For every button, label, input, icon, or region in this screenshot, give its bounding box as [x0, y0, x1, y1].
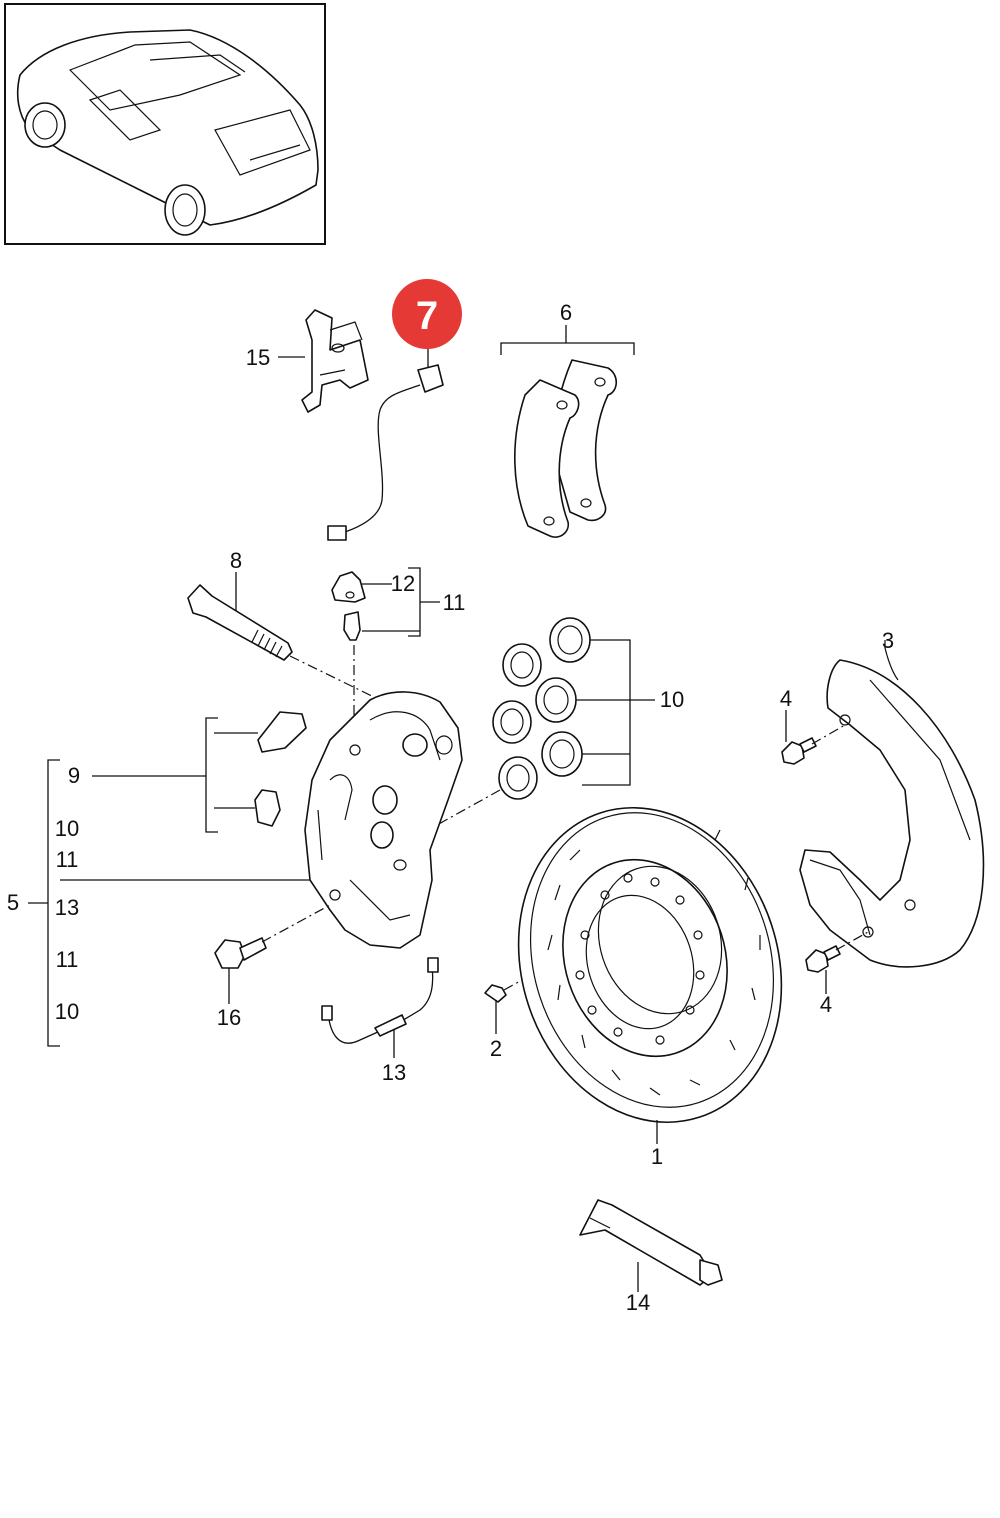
callout-1: 1: [651, 1144, 663, 1169]
vehicle-thumbnail: [4, 3, 326, 245]
part-6-brake-pads: [500, 325, 635, 538]
part-8-bolt: [187, 572, 381, 701]
callout-8: 8: [230, 548, 242, 573]
callout-10-seals: 10: [660, 687, 684, 712]
highlight-badge-7[interactable]: 7: [392, 279, 462, 349]
callout-16: 16: [217, 1005, 241, 1030]
part-15-bracket: [278, 309, 369, 413]
callout-4-lower: 4: [820, 992, 832, 1017]
callout-labels: 1 2 3 4 4 5 6 8 9 10 10 10 11 11 11 12 1…: [7, 300, 894, 1315]
callout-10-group-a: 10: [55, 816, 79, 841]
callout-2: 2: [490, 1036, 502, 1061]
callout-9: 9: [68, 763, 80, 788]
callout-15: 15: [246, 345, 270, 370]
callout-10-group-b: 10: [55, 999, 79, 1024]
callout-11-group-a: 11: [56, 847, 79, 872]
highlight-badge-label[interactable]: 7: [416, 294, 438, 338]
highlight-badge-circle[interactable]: [392, 279, 462, 349]
callout-13-group: 13: [55, 895, 79, 920]
callout-11-bleeder: 11: [443, 590, 466, 615]
part-5-caliper: [60, 691, 463, 949]
callout-12: 12: [391, 571, 415, 596]
part-16-bolt: [214, 904, 331, 1004]
part-9-clips: [92, 711, 307, 833]
part-7-wear-sensor: [327, 345, 444, 541]
part-5-group-bracket: [28, 759, 60, 1047]
callout-3: 3: [882, 628, 894, 653]
callout-6: 6: [560, 300, 572, 325]
part-1-brake-disc: [517, 806, 783, 1144]
callout-5: 5: [7, 890, 19, 915]
callout-11-group-b: 11: [56, 947, 79, 972]
part-13-brake-line: [321, 957, 439, 1058]
part-11-12-bleeder: [331, 567, 440, 740]
part-4-bolts: [781, 710, 869, 994]
part-3-dust-shield: [799, 640, 985, 968]
callout-14: 14: [626, 1290, 650, 1315]
callout-13-line: 13: [382, 1060, 406, 1085]
part-14-grease-tube: [579, 1199, 723, 1292]
callout-4-upper: 4: [780, 686, 792, 711]
part-10-piston-seals: [409, 617, 655, 841]
